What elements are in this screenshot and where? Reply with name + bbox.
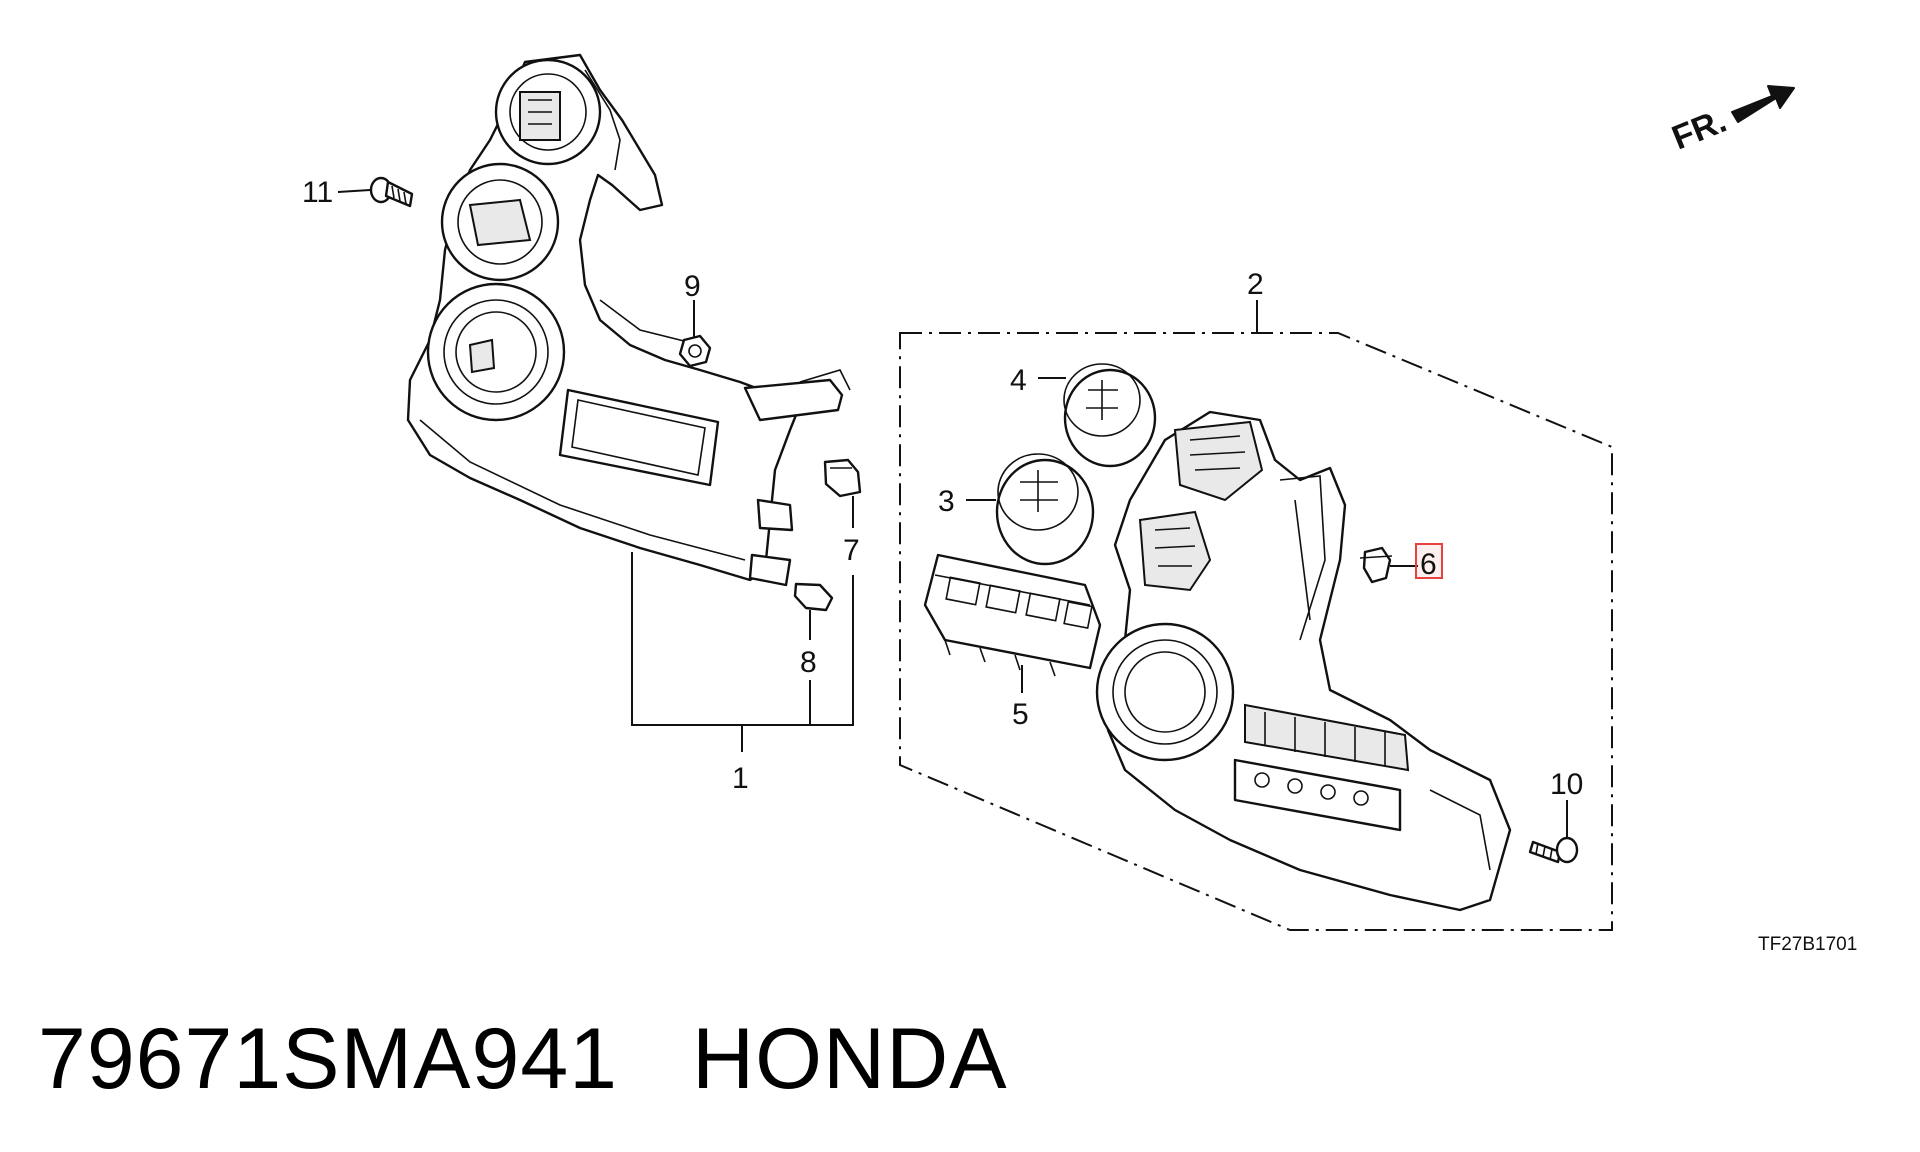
- part-number: 79671SMA941: [38, 1011, 618, 1107]
- leader-lines: [337, 189, 1568, 838]
- knob-4: [1063, 363, 1157, 468]
- front-direction-indicator: FR.: [1667, 85, 1795, 158]
- nut-9: [678, 334, 712, 368]
- callout-1: 1: [732, 762, 749, 795]
- callout-2: 2: [1247, 268, 1264, 301]
- callout-6: 6: [1420, 548, 1437, 581]
- callout-6-highlight: [1415, 543, 1443, 579]
- center-panel-garnish: [406, 53, 851, 587]
- heater-control-group-outline: [899, 332, 1613, 931]
- brand-name: HONDA: [692, 1011, 1008, 1107]
- clip-8: [793, 582, 834, 612]
- callout-8: 8: [800, 646, 817, 679]
- callout-11: 11: [302, 176, 333, 209]
- callout-7: 7: [843, 534, 860, 567]
- screw-11: [369, 176, 414, 208]
- callout-5: 5: [1012, 698, 1029, 731]
- callout-4: 4: [1010, 364, 1027, 397]
- clip-7: [823, 458, 862, 498]
- callout-9: 9: [684, 270, 701, 303]
- screw-10: [1528, 836, 1579, 864]
- clip-6: [1359, 546, 1393, 584]
- callout-10: 10: [1550, 768, 1583, 801]
- front-direction-label: FR.: [1667, 102, 1732, 158]
- defroster-switch-5: [923, 553, 1102, 677]
- callout-numbers: 11 9 2 4 3 7 8 5 1 10 6: [302, 176, 1583, 801]
- heater-control-unit: [1095, 410, 1512, 912]
- callout-3: 3: [938, 485, 955, 518]
- part-number-footer: 79671SMA941 HONDA: [38, 1010, 1008, 1109]
- knob-3: [995, 453, 1095, 566]
- front-arrow-icon: [1731, 85, 1795, 123]
- diagram-code: TF27B1701: [1758, 934, 1857, 955]
